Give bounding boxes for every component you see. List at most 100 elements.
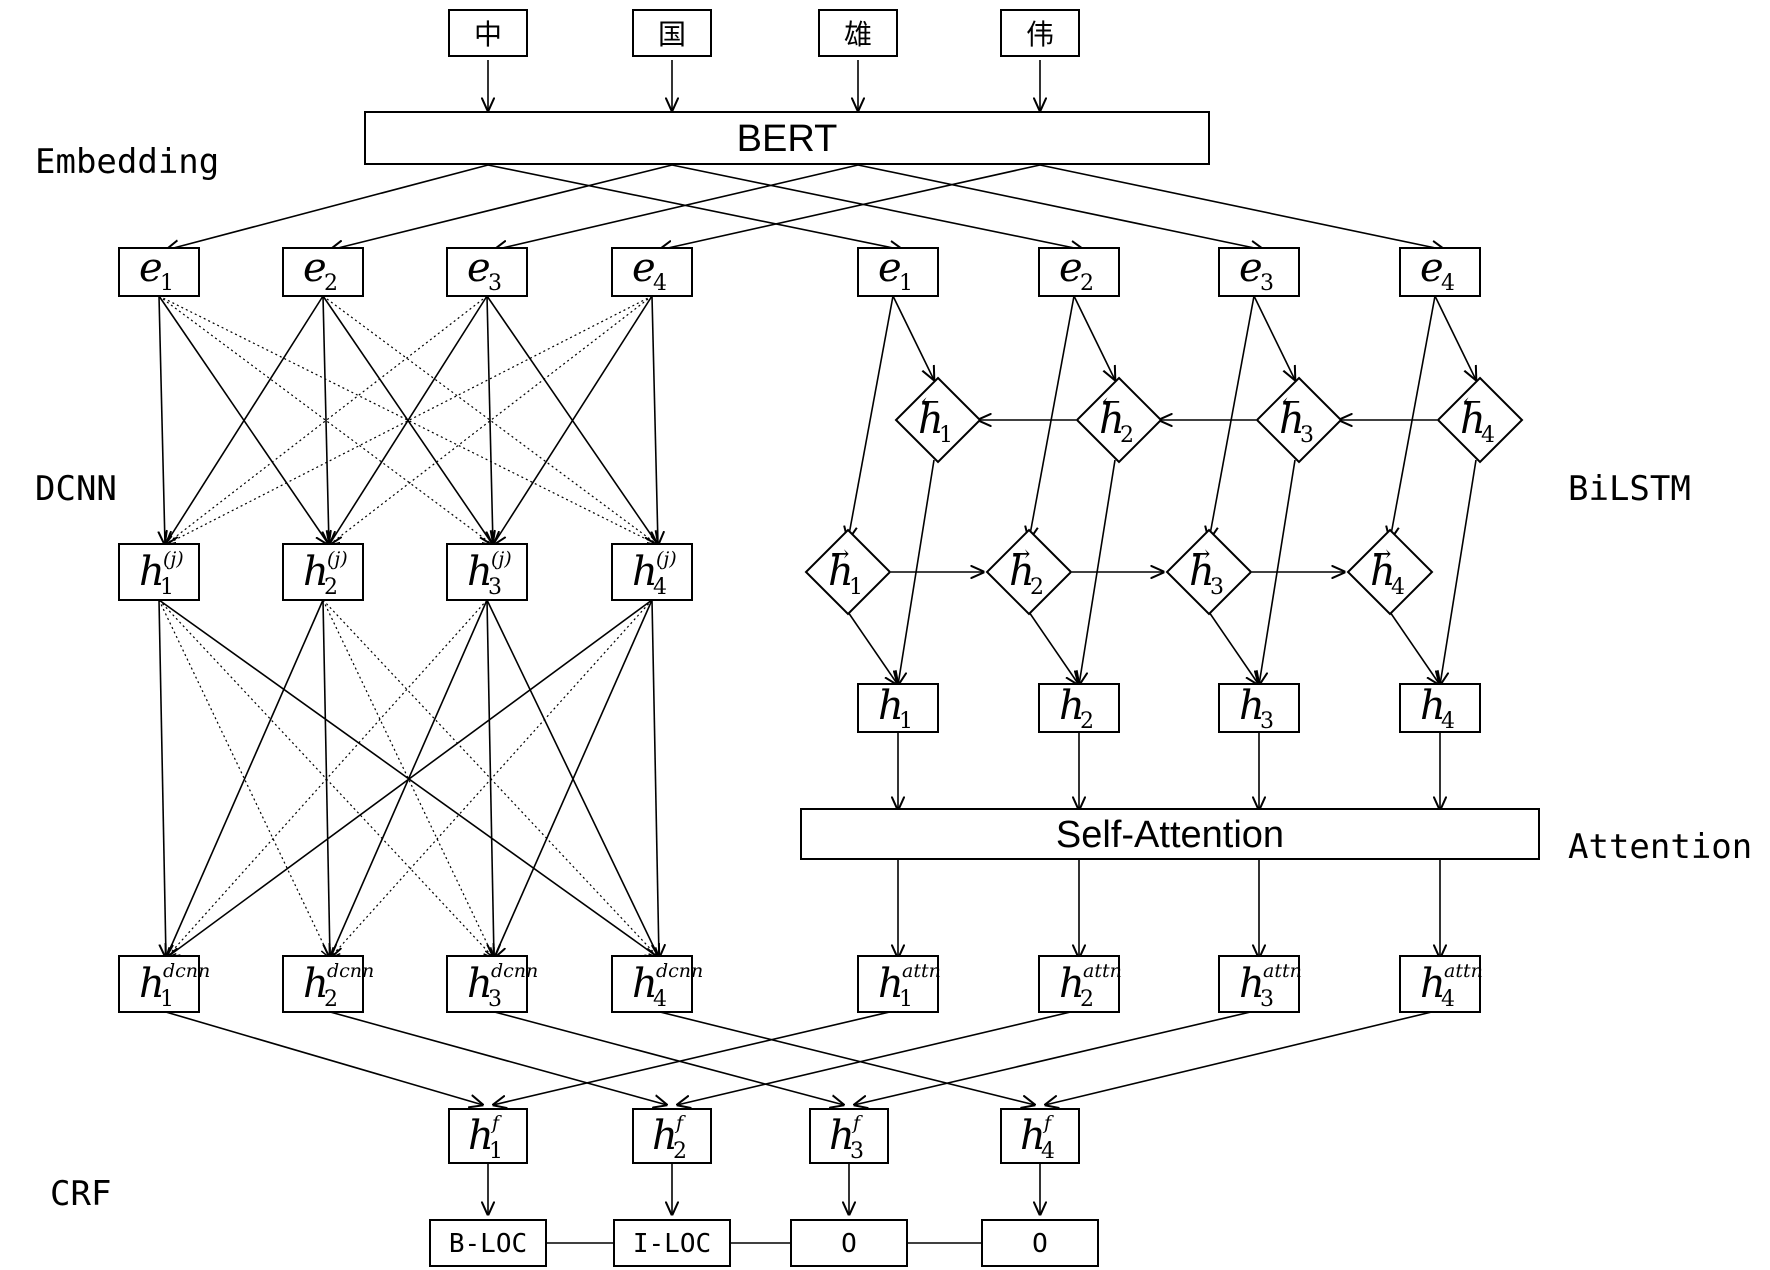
symbol-subscript: 2 xyxy=(324,987,338,1012)
dcnn-hidden-symbol: h4(j) xyxy=(632,548,677,600)
symbol-subscript: 4 xyxy=(653,271,667,296)
symbol-base: e xyxy=(632,245,656,291)
embedding-box xyxy=(857,247,939,297)
embedding-box xyxy=(1038,247,1120,297)
symbol-base: e xyxy=(467,245,491,291)
symbol-base: h xyxy=(1099,397,1125,443)
token-box xyxy=(1000,9,1080,57)
symbol-base: h xyxy=(632,961,658,1007)
symbol-subscript: 2 xyxy=(673,1139,687,1164)
forward-lstm-cell xyxy=(985,528,1073,616)
embedding-box xyxy=(118,247,200,297)
connector-arrow xyxy=(848,295,894,540)
connector-arrow xyxy=(1039,164,1445,250)
bilstm-output-box xyxy=(1399,683,1481,733)
connector-arrow xyxy=(1389,611,1440,685)
symbol-base: h xyxy=(1279,397,1305,443)
forward-hidden-symbol: h1→ xyxy=(828,542,863,600)
symbol-subscript: 3 xyxy=(488,271,502,296)
symbol-base: e xyxy=(1059,245,1083,291)
embedding-symbol: e1 xyxy=(878,245,913,296)
direction-arrow: → xyxy=(831,542,849,567)
symbol-subscript: 3 xyxy=(1300,423,1314,448)
conv-connection xyxy=(165,295,324,545)
symbol-subscript: 1 xyxy=(160,575,174,600)
connector-arrow xyxy=(1390,295,1436,540)
symbol-base: h xyxy=(1460,397,1486,443)
backward-hidden-symbol: h2← xyxy=(1099,390,1134,448)
symbol-base: e xyxy=(303,245,327,291)
symbol-subscript: 1 xyxy=(899,271,913,296)
symbol-base: h xyxy=(1420,961,1446,1007)
symbol-base: h xyxy=(878,683,904,729)
bert-label: BERT xyxy=(737,118,838,160)
backward-lstm-cell xyxy=(894,376,982,464)
dilated-connection xyxy=(166,599,488,958)
attention-output-box xyxy=(1399,955,1481,1013)
bilstm-output-box xyxy=(857,683,939,733)
symbol-subscript: 4 xyxy=(1391,575,1405,600)
embedding-box xyxy=(611,247,693,297)
symbol-base: h xyxy=(1239,961,1265,1007)
conv-connection xyxy=(166,599,324,958)
symbol-subscript: 2 xyxy=(1080,987,1094,1012)
attention-output-box xyxy=(857,955,939,1013)
symbol-base: e xyxy=(878,245,902,291)
bilstm-output-symbol: h4 xyxy=(1420,683,1455,734)
symbol-base: h xyxy=(829,1113,855,1159)
backward-lstm-cell xyxy=(1255,376,1343,464)
symbol-base: e xyxy=(1420,245,1444,291)
bilstm-output-symbol: h3 xyxy=(1239,683,1274,734)
symbol-subscript: 4 xyxy=(653,987,667,1012)
embedding-layer-label: Embedding xyxy=(35,142,219,182)
bilstm-output-symbol: h1 xyxy=(878,683,913,734)
token-char: 中 xyxy=(474,18,502,51)
fused-hidden-box xyxy=(632,1108,712,1164)
connector-arrow xyxy=(847,611,898,685)
token-char: 雄 xyxy=(844,18,872,51)
symbol-subscript: 2 xyxy=(1080,271,1094,296)
symbol-base: h xyxy=(139,549,165,595)
attention-output-box xyxy=(1038,955,1120,1013)
connector-arrow xyxy=(1434,295,1476,380)
symbol-base: h xyxy=(1370,549,1396,595)
embedding-symbol: e3 xyxy=(467,245,502,296)
symbol-subscript: 4 xyxy=(1441,709,1455,734)
fused-hidden-box xyxy=(809,1108,889,1164)
connector-arrow xyxy=(1028,611,1079,685)
symbol-subscript: 2 xyxy=(1080,709,1094,734)
symbol-subscript: 1 xyxy=(160,271,174,296)
symbol-base: h xyxy=(303,549,329,595)
symbol-base: h xyxy=(467,549,493,595)
token-box xyxy=(818,9,898,57)
embedding-symbol: e2 xyxy=(1059,245,1094,296)
fused-hidden-symbol: h1f xyxy=(468,1112,503,1164)
self-attention-box xyxy=(800,808,1540,860)
conv-connection xyxy=(487,295,493,545)
dcnn-output-box xyxy=(282,955,364,1013)
dcnn-hidden-box xyxy=(282,543,364,601)
forward-hidden-symbol: h3→ xyxy=(1189,542,1224,600)
symbol-base: h xyxy=(1420,683,1446,729)
symbol-subscript: 2 xyxy=(1120,423,1134,448)
connector-arrow xyxy=(322,1009,667,1105)
connector-arrow xyxy=(330,164,673,250)
direction-arrow: → xyxy=(1373,542,1391,567)
embedding-symbol: e2 xyxy=(303,245,338,296)
dcnn-hidden-box xyxy=(118,543,200,601)
crf-tag-box xyxy=(429,1219,547,1267)
embedding-box xyxy=(446,247,528,297)
symbol-subscript: 3 xyxy=(488,575,502,600)
embedding-symbol: e4 xyxy=(632,245,667,296)
symbol-subscript: 1 xyxy=(899,987,913,1012)
dcnn-hidden-symbol: h1(j) xyxy=(139,548,184,600)
crf-tag-label: I-LOC xyxy=(633,1229,711,1259)
symbol-base: h xyxy=(828,549,854,595)
bilstm-output-symbol: h2 xyxy=(1059,683,1094,734)
attention-layer-label: Attention xyxy=(1568,827,1752,867)
symbol-subscript: 1 xyxy=(939,423,953,448)
